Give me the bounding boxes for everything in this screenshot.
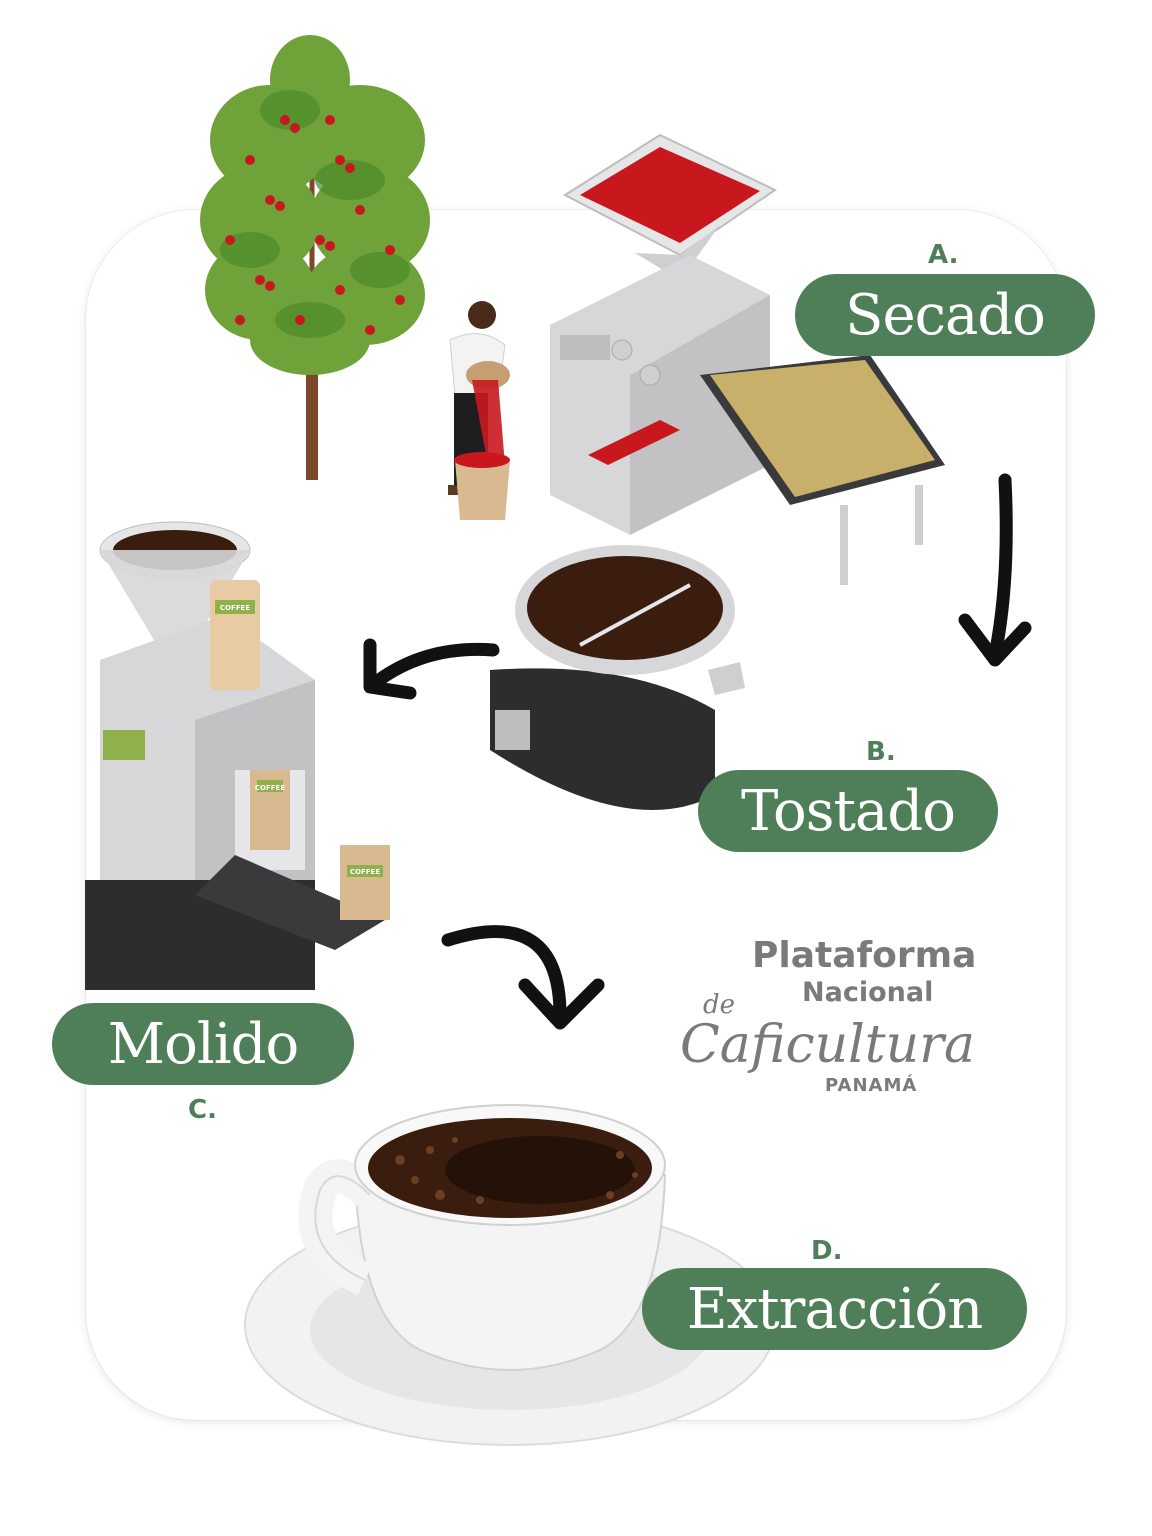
- arrow-b-to-c: [363, 638, 500, 700]
- coffee-tree-illustration: [200, 35, 430, 480]
- drying-machine-illustration: [550, 133, 945, 585]
- logo-panama: PANAMÁ: [825, 1075, 918, 1096]
- logo-line-plataforma: Plataforma: [752, 935, 977, 976]
- package-label-bag: COFFEE: [350, 868, 380, 876]
- coffee-cup-illustration: [244, 1104, 776, 1446]
- package-label-top: COFFEE: [255, 784, 285, 792]
- step-a-label: Secado: [795, 274, 1095, 356]
- grinding-machine-illustration: COFFEE COFFEE COFFEE: [85, 521, 390, 990]
- step-c-letter: C.: [188, 1095, 217, 1125]
- step-b-letter: B.: [866, 737, 896, 767]
- roasting-machine-illustration: [490, 545, 745, 810]
- worker-illustration: [448, 301, 510, 520]
- logo-caficultura: Caficultura: [680, 1015, 975, 1075]
- step-d-label: Extracción: [642, 1268, 1027, 1350]
- arrow-c-to-d: [441, 925, 605, 1030]
- step-d-letter: D.: [811, 1236, 843, 1266]
- logo-line-nacional: Nacional: [802, 977, 934, 1008]
- package-label-roll: COFFEE: [220, 604, 250, 612]
- step-a-letter: A.: [928, 240, 959, 270]
- step-b-label: Tostado: [698, 770, 998, 852]
- logo-de: de: [703, 990, 736, 1020]
- arrow-a-to-b: [958, 473, 1032, 667]
- step-c-label: Molido: [52, 1003, 354, 1085]
